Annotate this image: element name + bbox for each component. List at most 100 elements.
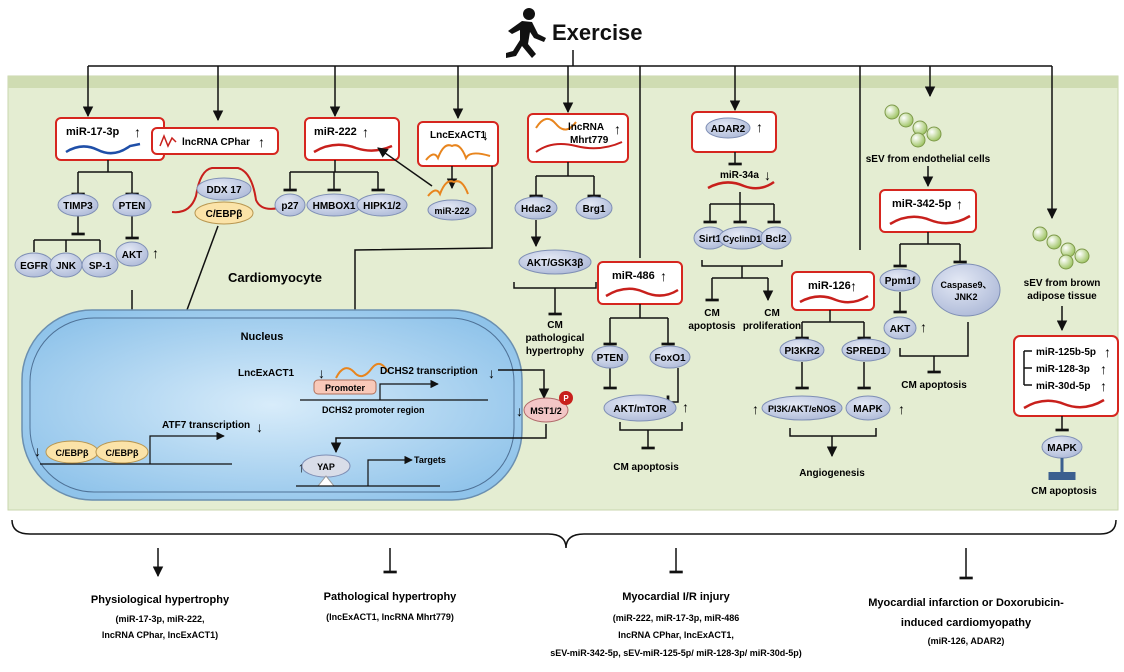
bcl2-label: Bcl2 [765, 234, 787, 245]
pi3kr2-label: PI3KR2 [784, 346, 819, 357]
bottom-brace [11, 519, 1117, 580]
mir-486-pathway: miR-486 ↑ PTEN FoxO1 AKT/mTOR ↑ CM apopt… [591, 261, 691, 473]
outcome-2-title: Pathological hypertrophy [324, 591, 458, 603]
atf7-transcription-label: ATF7 transcription [162, 420, 250, 431]
hipk-label: HIPK1/2 [363, 201, 401, 212]
ppm1f-label: Ppm1f [885, 276, 916, 287]
caspase9-jnk2-node [931, 263, 1001, 317]
mst-node-group: ↓ MST1/2 P [516, 391, 573, 423]
up-arrow-icon: ↑ [1100, 361, 1107, 377]
outcome-3-line-3: sEV-miR-342-5p, sEV-miR-125-5p/ miR-128-… [550, 648, 802, 658]
foxo1-label: FoxO1 [654, 353, 686, 364]
outcome-3-line-2: lncRNA CPhar, lncExACT1, [618, 630, 734, 640]
pten-label-1: PTEN [119, 201, 146, 212]
outcome-1-line-1: (miR-17-3p, miR-222, [115, 614, 204, 624]
down-arrow-icon: ↓ [516, 403, 523, 419]
nucleus: Nucleus LncExACT1 ↓ Promoter DCHS2 promo… [21, 309, 550, 501]
akt-gsk3b-node [518, 249, 592, 275]
dchs2-region-label: DCHS2 promoter region [322, 405, 425, 415]
mir-126-label: miR-126 [808, 280, 851, 292]
jnk-label: JNK [56, 261, 77, 272]
hdac2-label: Hdac2 [521, 204, 551, 215]
lncexact1-pathway: LncExACT1 ↓ miR-222 [349, 121, 499, 370]
p27-node [274, 193, 306, 217]
ddx17-label: DDX 17 [206, 185, 241, 196]
sp1-node [81, 252, 119, 278]
outcome-1-line-2: lncRNA CPhar, lncExACT1) [102, 630, 218, 640]
mir-17-3p-strand [65, 142, 141, 155]
mir-486-box [597, 261, 683, 305]
up-arrow-icon: ↑ [1104, 344, 1111, 360]
up-arrow-icon: ↑ [258, 134, 265, 150]
mir-222-label: miR-222 [314, 126, 357, 138]
up-arrow-icon: ↑ [920, 319, 927, 335]
up-arrow-icon: ↑ [752, 401, 759, 417]
mir-342-5p-label: miR-342-5p [892, 198, 952, 210]
mhrt-out-3: hypertrophy [526, 346, 585, 357]
mhrt-out-2: pathological [526, 333, 585, 344]
brown-mirna-box [1013, 335, 1119, 417]
mir-34a-label: miR-34a [720, 170, 759, 181]
p27-label: p27 [281, 201, 299, 212]
outcome-1-title: Physiological hypertrophy [91, 594, 230, 606]
cardiomyocyte-label: Cardiomyocyte [228, 270, 322, 285]
mhrt779-label-1: lncRNA [568, 122, 604, 133]
up-arrow-icon: ↑ [298, 459, 305, 475]
mir-126-pathway: miR-126 ↑ PI3KR2 SPRED1 PI3K/AKT/eNOS ↑ … [752, 271, 905, 479]
hmbox1-label: HMBOX1 [313, 201, 356, 212]
exercise-title: Exercise [552, 20, 643, 45]
mst1-2-label: MST1/2 [530, 406, 562, 416]
down-arrow-icon: ↓ [318, 365, 325, 381]
angiogenesis-label: Angiogenesis [799, 468, 865, 479]
down-arrow-icon: ↓ [482, 127, 489, 143]
spred1-node [841, 338, 891, 362]
akt-label-1: AKT [122, 250, 143, 261]
lncrna-cphar-label: lncRNA CPhar [182, 137, 250, 148]
runner-icon [506, 8, 546, 58]
akt-mtor-node [603, 394, 677, 422]
sev-brown-label-2: adipose tissue [1027, 291, 1097, 302]
mst1-2-node [523, 397, 569, 423]
sp1-label: SP-1 [89, 261, 112, 272]
akt-node-2 [883, 316, 917, 340]
timp3-node [57, 193, 99, 217]
phospho-icon [559, 391, 573, 405]
lncrna-mhrt779-pathway: lncRNA Mhrt779 ↑ Hdac2 Brg1 AKT/GSK3β CM… [513, 113, 629, 357]
cebpb-node-3 [95, 440, 149, 464]
outcome-2: Pathological hypertrophy (lncExACT1, lnc… [324, 591, 458, 622]
outcome-4-title: Myocardial infarction or Doxorubicin- [868, 597, 1064, 609]
ppm1f-node [879, 268, 921, 292]
up-arrow-icon: ↑ [660, 268, 667, 284]
targets-label: Targets [414, 455, 446, 465]
mhrt779-box [527, 113, 629, 163]
cphar-rna-icon [159, 133, 177, 148]
mapk-label-1: MAPK [853, 404, 883, 415]
down-arrow-icon: ↓ [764, 167, 771, 183]
sev-vesicles-icon [1032, 226, 1090, 270]
egfr-label: EGFR [20, 261, 49, 272]
outcome-3: Myocardial I/R injury (miR-222, miR-17-3… [550, 591, 802, 658]
outcome-4-line-1: induced cardiomyopathy [901, 617, 1032, 629]
outcome-1: Physiological hypertrophy (miR-17-3p, mi… [91, 594, 230, 640]
pten-node-1 [112, 193, 152, 217]
sev-brown-adipose-pathway: sEV from brown adipose tissue miR-125b-5… [1013, 226, 1119, 497]
foxo1-node [649, 345, 691, 369]
pten-label-2: PTEN [597, 353, 624, 364]
spred1-label: SPRED1 [846, 346, 886, 357]
mir-30d-5p-label: miR-30d-5p [1036, 381, 1090, 392]
mir-486-label: miR-486 [612, 270, 655, 282]
akt-mtor-label: AKT/mTOR [613, 404, 667, 415]
up-arrow-icon: ↑ [362, 124, 369, 140]
mir-17-3p-pathway: miR-17-3p ↑ TIMP3 PTEN EGFR JNK SP-1 AKT… [14, 117, 165, 406]
akt-label-2: AKT [890, 324, 911, 335]
phospho-label: P [563, 394, 569, 403]
pi3k-akt-enos-label: PI3K/AKT/eNOS [768, 404, 836, 414]
outcome-4-line-2: (miR-126, ADAR2) [928, 636, 1005, 646]
up-arrow-icon: ↑ [956, 196, 963, 212]
mir-126-box [791, 271, 875, 311]
sirt1-label: Sirt1 [699, 234, 722, 245]
down-arrow-icon: ↓ [488, 365, 495, 381]
down-arrow-icon: ↓ [34, 443, 41, 459]
